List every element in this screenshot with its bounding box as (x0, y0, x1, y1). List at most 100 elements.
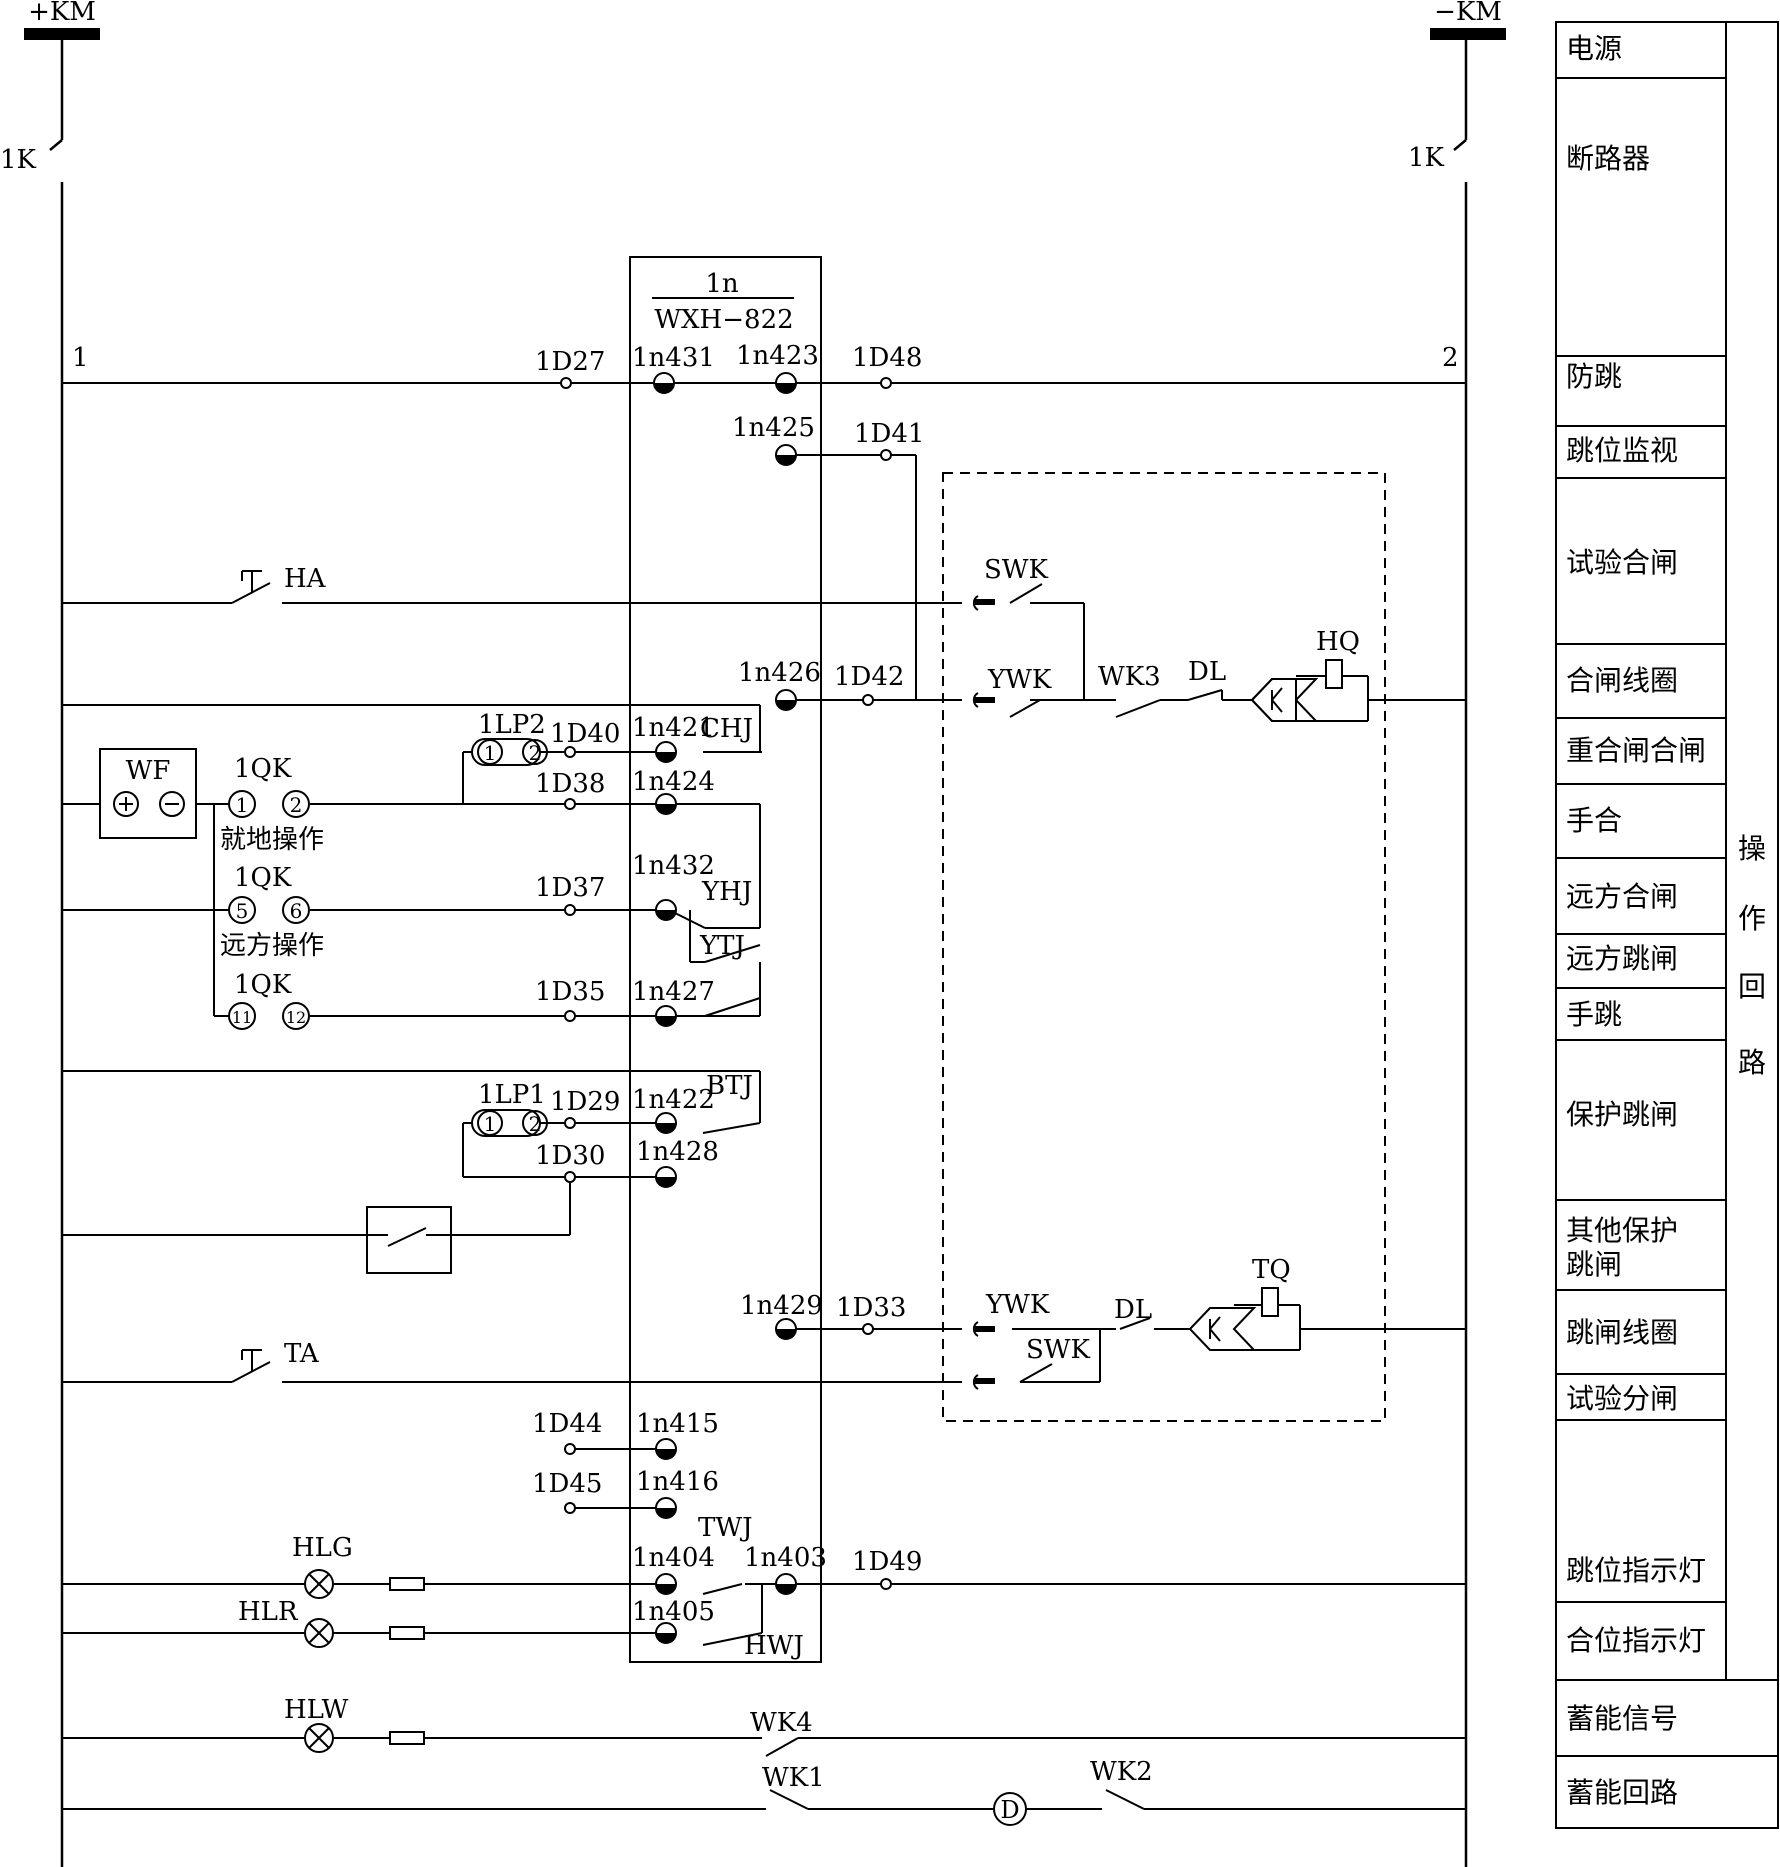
device-terminal (655, 1573, 677, 1595)
positive-bus-switch-label: 1K (0, 145, 37, 175)
svg-text:1n423: 1n423 (736, 341, 819, 371)
svg-text:1n429: 1n429 (740, 1291, 823, 1321)
svg-text:1n416: 1n416 (636, 1467, 719, 1497)
svg-text:1D35: 1D35 (535, 977, 605, 1007)
chj-label: CHJ (700, 714, 753, 744)
svg-text:1n422: 1n422 (632, 1085, 715, 1115)
legend-group-char: 路 (1738, 1046, 1766, 1079)
legend-row: 断路器 (1566, 142, 1650, 175)
terminal-block-dot (564, 1502, 576, 1514)
device-terminal (653, 372, 675, 394)
terminal-block-dot (564, 1010, 576, 1022)
svg-text:YWK: YWK (987, 665, 1052, 695)
device-terminal (775, 372, 797, 394)
svg-text:12: 12 (286, 1008, 306, 1027)
negative-bus-label: −KM (1434, 0, 1502, 27)
negative-bus: −KM 1K 2 (1408, 0, 1506, 1867)
ywk-contact-trip: YWK (972, 1290, 1050, 1337)
svg-text:D: D (1000, 1796, 1019, 1824)
svg-text:11: 11 (232, 1008, 252, 1027)
dl-contact-close: DL (1187, 657, 1226, 701)
device-terminal (655, 1438, 677, 1460)
other-protection-contact (366, 1206, 452, 1274)
svg-text:HQ: HQ (1316, 627, 1360, 657)
lp2-pressure-plate: 1LP2 1 2 (471, 710, 548, 766)
legend-group-char: 作 (1738, 902, 1766, 935)
device-terminal (655, 1112, 677, 1134)
legend-row: 试验合闸 (1566, 546, 1678, 579)
positive-bus: +KM 1K 1 (0, 0, 100, 1867)
terminal-block-dot (880, 449, 892, 461)
legend-table: 电源 断路器 防跳 跳位监视 试验合闸 合闸线圈 重合闸合闸 手合 远方合闸 远… (1555, 21, 1779, 1829)
node-2-label: 2 (1442, 343, 1459, 373)
svg-text:1: 1 (236, 793, 249, 817)
ywk-contact-close: YWK (972, 665, 1052, 718)
terminal-block-dot (862, 694, 874, 706)
device-terminal (775, 1573, 797, 1595)
svg-text:HLW: HLW (284, 1695, 349, 1725)
svg-text:1D41: 1D41 (854, 419, 924, 449)
device-terminal (655, 899, 677, 921)
wf-power-module: WF (99, 748, 197, 839)
terminal-block-dot (564, 1117, 576, 1129)
svg-text:DL: DL (1114, 1295, 1152, 1325)
svg-text:1: 1 (484, 741, 497, 765)
svg-text:1n428: 1n428 (636, 1137, 719, 1167)
svg-text:1D38: 1D38 (535, 769, 605, 799)
svg-text:1n421: 1n421 (632, 713, 715, 743)
ha-pushbutton: HA (231, 564, 327, 604)
svg-text:2: 2 (529, 1112, 542, 1136)
svg-text:1D44: 1D44 (532, 1409, 602, 1439)
legend-row: 试验分闸 (1566, 1382, 1678, 1415)
breaker-mechanism-box (942, 472, 1386, 1422)
wk4-label: WK4 (750, 1708, 813, 1738)
hwj-label: HWJ (744, 1631, 804, 1661)
svg-text:HLG: HLG (292, 1533, 353, 1563)
ytj-label: YTJ (699, 931, 745, 961)
protection-device-box: 1n WXH−822 (629, 256, 822, 1663)
svg-text:1: 1 (484, 1112, 497, 1136)
hlw-lamp: HLW (284, 1695, 425, 1753)
legend-row: 跳闸线圈 (1566, 1316, 1678, 1349)
device-model: WXH−822 (654, 305, 793, 335)
svg-text:1D40: 1D40 (550, 719, 620, 749)
svg-text:6: 6 (290, 899, 303, 923)
device-terminal (655, 1497, 677, 1519)
swk-contact-trip: SWK (972, 1335, 1091, 1390)
svg-text:1D30: 1D30 (535, 1141, 605, 1171)
positive-bus-label: +KM (28, 0, 96, 27)
hlr-lamp: HLR (238, 1597, 425, 1648)
legend-row: 保护跳闸 (1566, 1098, 1678, 1131)
svg-text:1D42: 1D42 (834, 662, 904, 692)
svg-text:1D49: 1D49 (852, 1547, 922, 1577)
device-terminal (655, 793, 677, 815)
svg-text:就地操作: 就地操作 (220, 825, 324, 855)
svg-text:HA: HA (284, 564, 327, 594)
svg-text:1n403: 1n403 (744, 1543, 827, 1573)
svg-text:1D27: 1D27 (535, 347, 605, 377)
device-terminal (655, 1622, 677, 1644)
svg-text:1D48: 1D48 (852, 343, 922, 373)
qk-switch-trip: 1QK 11 12 (228, 970, 310, 1030)
terminal-block-dot (564, 798, 576, 810)
dl-contact-trip: DL (1114, 1295, 1152, 1325)
legend-row: 蓄能信号 (1566, 1702, 1678, 1735)
tq-trip-coil: TQ (1188, 1255, 1301, 1351)
legend-group-char: 操 (1738, 832, 1766, 865)
node-1-label: 1 (72, 343, 89, 373)
qk-switch-local: 1QK 1 2 就地操作 (220, 754, 324, 855)
yhj-label: YHJ (701, 877, 752, 907)
svg-text:WK3: WK3 (1098, 662, 1161, 692)
device-terminal (775, 444, 797, 466)
svg-text:SWK: SWK (984, 555, 1049, 585)
swk-contact-close: SWK (972, 555, 1084, 611)
btj-label: BTJ (706, 1071, 753, 1101)
negative-bus-switch-label: 1K (1408, 143, 1445, 173)
twj-label: TWJ (698, 1513, 753, 1543)
svg-text:1n405: 1n405 (632, 1597, 715, 1627)
lp1-pressure-plate: 1LP1 1 2 (471, 1080, 548, 1137)
ta-pushbutton: TA (231, 1339, 320, 1383)
svg-text:1QK: 1QK (234, 970, 292, 1000)
legend-row: 重合闸合闸 (1566, 734, 1706, 767)
